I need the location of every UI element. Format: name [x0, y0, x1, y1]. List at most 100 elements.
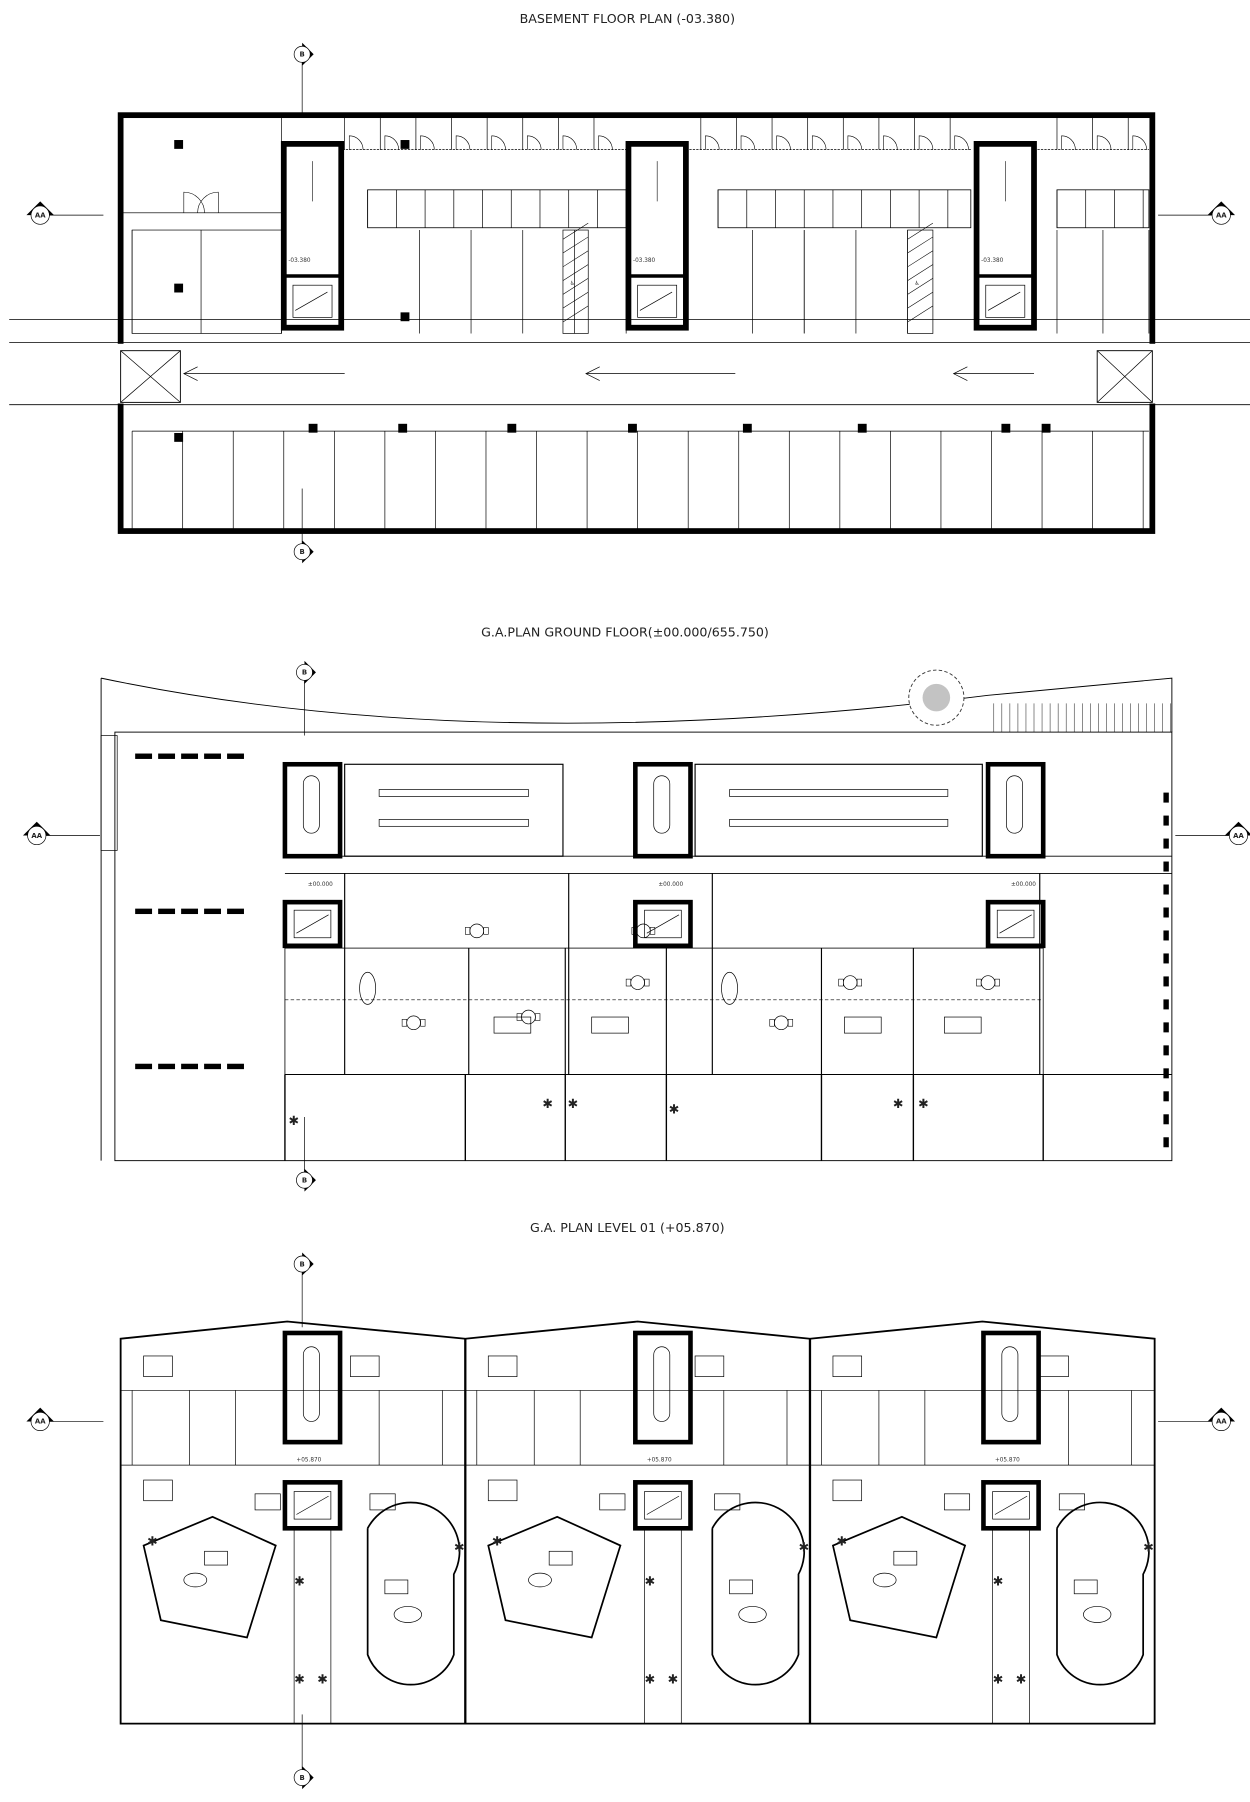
hatch	[907, 250, 934, 268]
accessible-parking-bay	[562, 229, 589, 334]
column	[158, 1063, 176, 1070]
door-swing	[197, 191, 219, 213]
column	[1163, 1114, 1169, 1125]
stair-lift-core: -03.380	[280, 141, 345, 331]
chair	[465, 927, 471, 935]
section-label: AA	[35, 211, 46, 219]
sofa	[384, 1579, 409, 1595]
chair	[856, 978, 862, 987]
parking-bay	[131, 229, 282, 334]
door-swing	[491, 135, 506, 150]
rug	[393, 1606, 422, 1623]
door-swing	[1061, 135, 1076, 150]
palm-tree-symbol: ✱	[1016, 1671, 1027, 1686]
door-swing	[420, 135, 435, 150]
column	[181, 753, 199, 759]
room	[120, 114, 282, 214]
column	[400, 140, 410, 149]
storage-row	[367, 189, 627, 229]
angled-living-room	[142, 1515, 277, 1639]
column	[227, 908, 244, 915]
column	[135, 1063, 153, 1070]
level-tag: ±00.000	[1011, 882, 1036, 888]
stair-lift-core: -03.380	[625, 141, 689, 331]
rug	[872, 1572, 897, 1588]
office	[694, 763, 983, 857]
column	[1163, 953, 1169, 964]
palm-tree-symbol: ✱	[288, 1113, 299, 1128]
table	[406, 1015, 421, 1031]
palm-tree-symbol: ✱	[668, 1671, 679, 1686]
stair	[302, 775, 320, 834]
rug	[183, 1572, 208, 1588]
section-marker-aa: AA	[26, 201, 104, 225]
table	[630, 975, 645, 990]
elevator-car	[992, 1491, 1030, 1520]
table	[980, 975, 996, 990]
sofa	[1073, 1579, 1098, 1595]
column	[204, 753, 221, 759]
level-tag: -03.380	[981, 258, 1003, 264]
tree-symbol	[908, 669, 965, 726]
basement-floor-plan: ♿♿ -03.380-03.380-03.380	[9, 112, 1250, 534]
column	[1041, 423, 1051, 433]
column	[181, 908, 199, 915]
hatch	[562, 264, 589, 281]
hatch	[562, 250, 589, 268]
bed	[143, 1479, 173, 1502]
chair	[994, 978, 1000, 987]
dining-table	[599, 1493, 626, 1511]
bed	[832, 1479, 863, 1502]
elevator-symbol	[296, 1495, 329, 1515]
column	[628, 423, 637, 433]
sofa	[893, 1550, 918, 1566]
curved-living-room	[366, 1501, 461, 1686]
arrowhead	[585, 366, 600, 381]
chair	[787, 1019, 794, 1027]
chair	[625, 978, 632, 987]
palm-tree-symbol: ✱	[542, 1096, 553, 1111]
chair	[976, 978, 982, 987]
elevator-car	[985, 284, 1026, 318]
door-swing	[776, 135, 791, 150]
column	[1163, 1137, 1169, 1148]
door-swing	[562, 135, 578, 150]
hatch	[907, 278, 934, 295]
door-swing	[954, 135, 969, 150]
section-circle	[293, 543, 311, 561]
sofa	[729, 1579, 753, 1595]
door-swing	[183, 191, 205, 213]
section-circle	[1228, 825, 1249, 846]
column	[1163, 838, 1169, 849]
door-swing	[918, 135, 934, 150]
arrowhead	[183, 366, 198, 381]
elevator-symbol	[646, 1495, 680, 1515]
column	[174, 140, 184, 149]
desk	[729, 819, 949, 827]
section-circle	[296, 663, 313, 681]
level-tag: ±00.000	[658, 882, 683, 888]
hatch	[907, 291, 934, 309]
section-circle	[296, 1171, 313, 1189]
section-label: B	[300, 51, 305, 59]
palm-tree-symbol: ✱	[645, 1574, 656, 1589]
column	[227, 753, 244, 759]
column	[204, 1063, 221, 1070]
rug	[528, 1572, 552, 1588]
accessible-parking-bay	[907, 229, 934, 334]
core-wall	[985, 899, 1046, 949]
stair	[1001, 1346, 1019, 1422]
palm-tree-symbol: ✱	[645, 1671, 656, 1686]
column	[174, 432, 184, 442]
dining-table	[1058, 1493, 1085, 1511]
palm-tree-symbol: ✱	[918, 1096, 929, 1111]
column	[1163, 930, 1169, 941]
sofa	[204, 1550, 228, 1566]
door-swing	[847, 135, 862, 150]
table	[774, 1015, 789, 1031]
column	[742, 423, 752, 433]
section-circle	[293, 1255, 311, 1273]
chair	[535, 1013, 541, 1021]
door-swing	[527, 135, 542, 150]
stair-lift-core: +05.870	[633, 1330, 693, 1531]
